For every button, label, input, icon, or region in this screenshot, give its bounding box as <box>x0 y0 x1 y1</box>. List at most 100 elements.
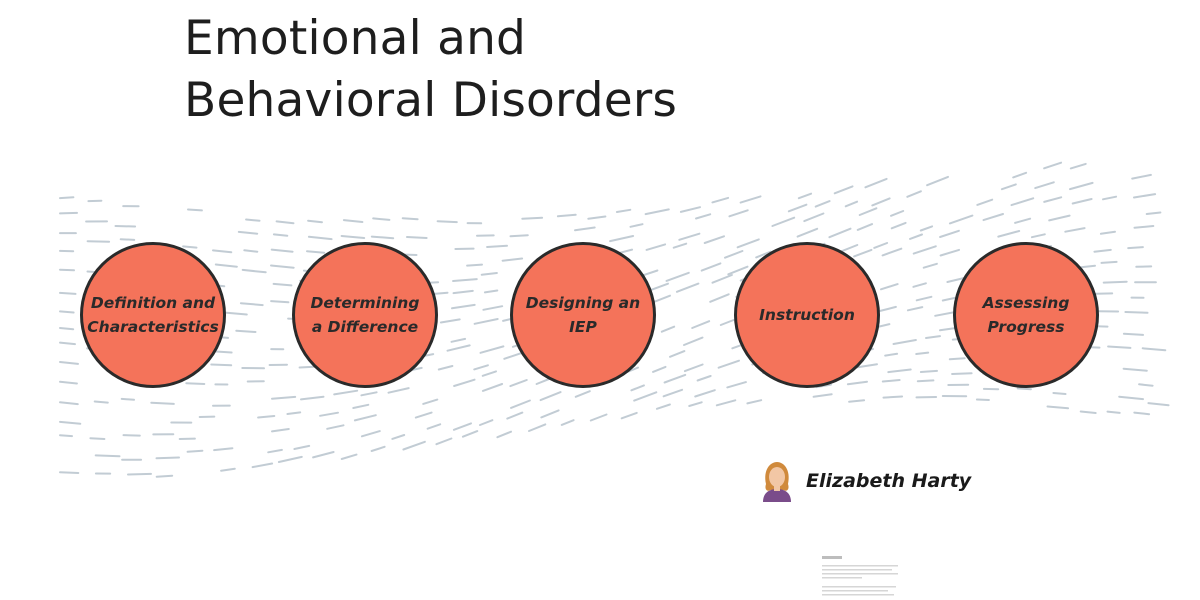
wave-dash <box>319 411 339 417</box>
wave-dash <box>669 350 686 358</box>
wave-dash <box>855 363 878 369</box>
wave-dash <box>326 424 345 430</box>
wave-dash <box>402 440 426 451</box>
wave-dash <box>307 235 333 241</box>
wave-dash <box>406 236 428 239</box>
wave-dash <box>678 232 701 241</box>
wave-dash <box>948 214 974 225</box>
wave-dash <box>660 325 676 333</box>
wave-dash <box>881 379 901 383</box>
wave-dash <box>1043 196 1063 203</box>
wave-dash <box>700 262 722 272</box>
wave-dash <box>728 209 749 218</box>
wave-dash <box>609 235 635 243</box>
topic-node-assessing[interactable]: Assessing Progress <box>953 242 1099 388</box>
wave-dash <box>630 384 645 392</box>
wave-dash <box>915 295 933 302</box>
wave-dash <box>948 357 966 361</box>
wave-dash <box>486 244 508 248</box>
wave-dash <box>59 341 76 346</box>
wave-dash <box>270 264 295 269</box>
wave-dash <box>912 282 927 288</box>
wave-dash <box>1079 410 1097 414</box>
wave-dash <box>1102 195 1118 201</box>
wave-dash <box>222 311 248 316</box>
node-label: Instruction <box>759 306 855 324</box>
wave-dash <box>277 455 303 463</box>
wave-dash <box>1048 214 1071 222</box>
wave-dash <box>414 411 433 419</box>
wave-dash <box>422 398 439 405</box>
wave-dash <box>155 474 174 478</box>
wave-dash <box>370 445 386 452</box>
wave-dash <box>360 391 378 397</box>
topic-node-definition[interactable]: Definition and Characteristics <box>80 242 226 388</box>
wave-dash <box>340 235 366 239</box>
wave-dash <box>711 274 733 284</box>
wave-dash <box>879 305 897 312</box>
topic-node-designing[interactable]: Designing an IEP <box>510 242 656 388</box>
wave-dash <box>155 456 180 460</box>
wave-dash <box>1122 332 1144 336</box>
wave-dash <box>186 449 204 453</box>
wave-dash <box>771 216 796 227</box>
wave-dash <box>391 434 406 440</box>
wave-dash <box>1133 193 1157 199</box>
wave-dash <box>528 423 547 432</box>
wave-dash <box>683 336 704 346</box>
wave-dash <box>213 447 234 452</box>
wave-dash <box>574 390 591 398</box>
wave-dash <box>1093 248 1112 253</box>
wave-dash <box>645 243 667 251</box>
wave-dash <box>556 213 577 218</box>
wave-dash <box>270 300 290 304</box>
wave-dash <box>976 198 994 206</box>
wave-dash <box>59 420 82 425</box>
wave-dash <box>997 230 1021 238</box>
wave-dash <box>796 227 819 238</box>
wave-dash <box>787 203 808 213</box>
wave-dash <box>926 175 949 187</box>
wave-dash <box>1034 181 1055 190</box>
wave-dash <box>306 250 326 254</box>
topic-node-determining[interactable]: Determining a Difference <box>292 242 438 388</box>
wave-dash <box>372 217 391 221</box>
topic-node-instruction[interactable]: Instruction <box>734 242 880 388</box>
wave-dash <box>59 434 73 438</box>
wave-dash <box>479 419 494 426</box>
wave-dash <box>1102 280 1128 284</box>
wave-dash <box>59 361 79 365</box>
wave-dash <box>1069 181 1094 191</box>
wave-dash <box>912 245 937 255</box>
wave-dash <box>539 391 562 402</box>
wave-dash <box>652 365 667 373</box>
wave-dash <box>1131 173 1152 180</box>
wave-dash <box>245 218 261 222</box>
author-name: Elizabeth Harty <box>806 470 972 492</box>
wave-dash <box>717 359 740 369</box>
wave-dash <box>906 306 924 312</box>
wave-dash <box>243 249 259 253</box>
wave-dash <box>452 289 474 295</box>
wave-dash <box>858 207 878 216</box>
wave-dash <box>922 262 938 269</box>
wave-dash <box>387 387 410 394</box>
document-thumbnail <box>822 556 898 596</box>
title-line-1: Emotional and <box>184 11 527 66</box>
wave-dash <box>89 437 106 440</box>
wave-dash <box>119 238 136 241</box>
wave-dash <box>892 339 917 345</box>
node-label: Designing an IEP <box>525 294 641 336</box>
wave-dash <box>307 219 323 224</box>
wave-dash <box>272 233 289 237</box>
wave-dash <box>672 242 688 249</box>
wave-dash <box>473 318 499 325</box>
wave-dash <box>803 212 825 223</box>
wave-dash <box>1046 405 1070 410</box>
wave-dash <box>683 363 704 373</box>
wave-dash <box>663 373 687 384</box>
wave-dash <box>1100 260 1118 264</box>
wave-dash <box>1133 225 1155 229</box>
wave-dash <box>540 409 560 419</box>
